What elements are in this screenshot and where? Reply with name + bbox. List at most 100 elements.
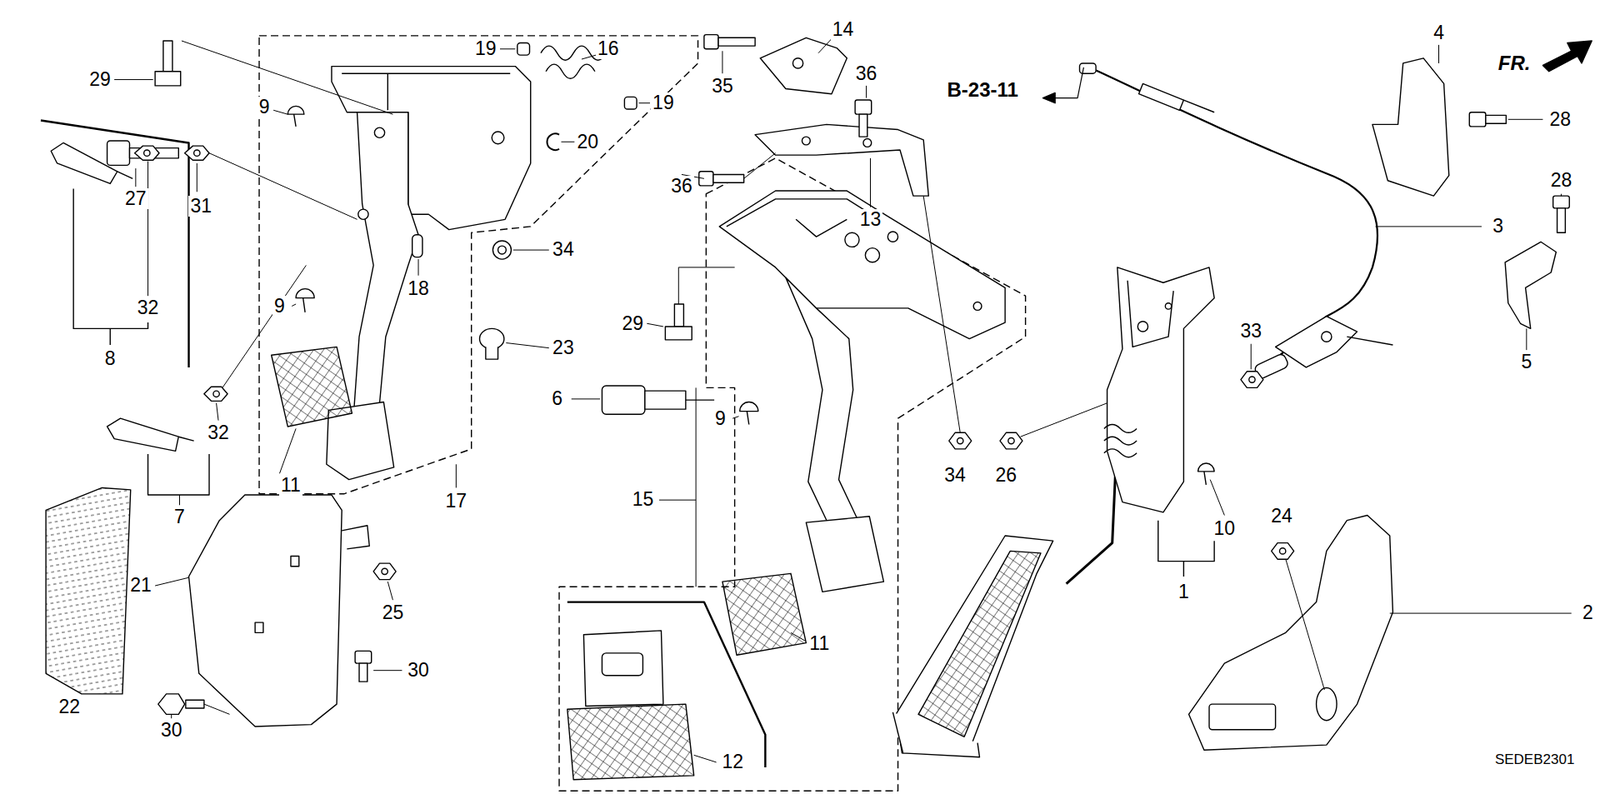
drawing-part [659, 387, 696, 587]
callout-number: 19 [650, 92, 676, 114]
drawing-part [148, 454, 210, 495]
drawing-part [179, 495, 180, 505]
drawing-part [949, 432, 972, 450]
callout-number: 10 [1212, 518, 1238, 540]
reference-code: B-23-11 [945, 79, 1020, 101]
drawing-part [1000, 432, 1023, 450]
drawing-part [1008, 437, 1015, 444]
drawing-part [1375, 225, 1482, 227]
drawing-part [624, 96, 637, 110]
drawing-part [178, 436, 194, 441]
drawing-part [1127, 280, 1174, 348]
drawing-part [601, 653, 643, 676]
drawing-part [418, 259, 420, 276]
drawing-part [358, 209, 369, 220]
callout-number: 20 [575, 131, 601, 153]
drawing-part [290, 556, 300, 567]
callout-number: 3 [1490, 215, 1505, 237]
drawing-part [1139, 83, 1185, 110]
drawing-part [1189, 515, 1394, 751]
drawing-part [1346, 336, 1393, 345]
drawing-part [571, 398, 600, 400]
drawing-part [887, 231, 898, 242]
drawing-part [1438, 45, 1440, 64]
drawing-part [110, 328, 111, 345]
drawing-part [354, 112, 419, 409]
drawing-part [1250, 344, 1252, 370]
drawing-part [114, 39, 1572, 763]
drawing-part [287, 105, 305, 126]
callout-number: 9 [257, 96, 272, 118]
diagram-code: SEDEB2301 [1493, 752, 1576, 769]
callout-number: 30 [405, 660, 431, 681]
drawing-part [271, 346, 353, 427]
drawing-part [923, 195, 960, 433]
callout-number: 22 [56, 696, 82, 718]
drawing-part [645, 390, 686, 410]
callout-number: 33 [1238, 320, 1264, 342]
drawing-part [455, 464, 457, 488]
drawing-part [713, 174, 745, 183]
drawing-part [373, 563, 396, 580]
callout-number: 35 [710, 75, 735, 97]
drawing-part [273, 110, 288, 115]
drawing-part [957, 437, 964, 444]
callout-number: 34 [942, 465, 968, 486]
drawing-part [639, 102, 650, 104]
callout-number: 14 [830, 19, 856, 40]
callout-number: 12 [720, 751, 745, 773]
drawing-part [740, 402, 759, 425]
callout-number: 29 [87, 69, 113, 90]
drawing-part [1020, 403, 1107, 437]
drawing-part [45, 487, 131, 694]
drawing-part [601, 385, 645, 415]
drawing-part [341, 525, 370, 550]
callout-number: 27 [123, 188, 149, 210]
drawing-part [163, 40, 173, 72]
drawing-part [1050, 67, 1084, 99]
drawing-part [505, 343, 549, 349]
drawing-part [1210, 480, 1225, 516]
drawing-part [1165, 303, 1171, 310]
drawing-part [744, 153, 776, 180]
drawing-part [40, 120, 190, 368]
drawing-part [155, 71, 181, 86]
drawing-part [721, 50, 723, 74]
drawing-part [181, 40, 393, 115]
drawing-part [491, 131, 505, 145]
callout-number: 24 [1269, 505, 1295, 527]
drawing-part [726, 199, 878, 237]
drawing-part [517, 42, 530, 55]
drawing-part [255, 622, 264, 633]
drawing-part [1560, 194, 1562, 196]
callout-number: 21 [128, 575, 154, 596]
drawing-part [209, 153, 358, 220]
drawing-part [895, 535, 1054, 754]
drawing-part [1249, 376, 1255, 383]
callout-number: 32 [135, 297, 161, 319]
callout-number: 17 [444, 490, 470, 512]
drawing-part [158, 694, 185, 715]
drawing-part [801, 136, 810, 145]
callout-number: 13 [858, 209, 884, 230]
drawing-part [1372, 58, 1450, 196]
drawing-part [1557, 208, 1566, 233]
drawing-part [1469, 112, 1486, 127]
drawing-part [581, 55, 596, 60]
drawing-part [222, 265, 306, 388]
drawing-part [855, 100, 872, 115]
drawing-part [1271, 543, 1295, 560]
drawing-part [412, 235, 423, 258]
drawing-part [40, 35, 1592, 792]
direction-mark: FR. [1496, 52, 1533, 75]
drawing-part [204, 386, 228, 401]
callout-number: 8 [103, 348, 118, 370]
drawing-part [374, 127, 385, 138]
drawing-part [135, 168, 136, 187]
drawing-part [170, 714, 172, 719]
drawing-part [381, 568, 388, 575]
drawing-part [50, 142, 118, 184]
callout-number: 36 [669, 175, 695, 197]
drawing-part [1316, 687, 1337, 720]
